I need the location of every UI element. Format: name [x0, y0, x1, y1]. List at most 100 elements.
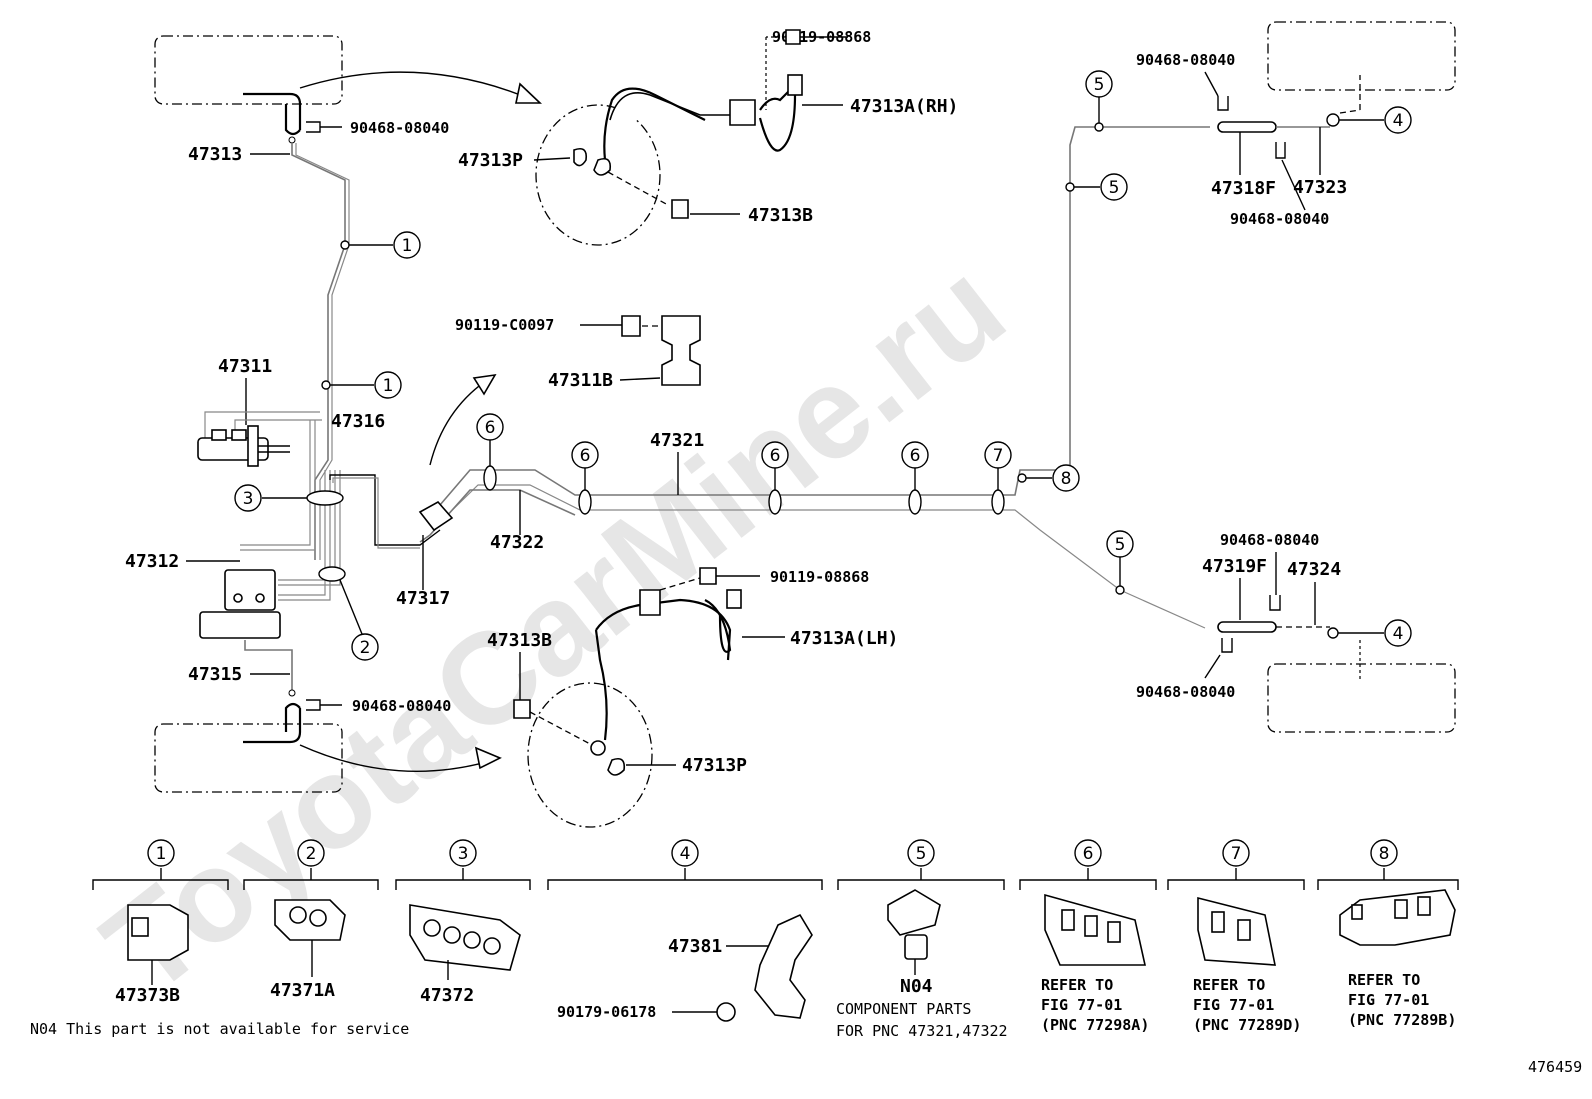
- callout-6: [476, 413, 504, 441]
- svg-text:3: 3: [243, 489, 254, 509]
- label-47316: 47316: [331, 411, 385, 432]
- label-47317: 47317: [396, 588, 450, 609]
- hose-bracket: [639, 589, 661, 616]
- wheel-outline-rh: [535, 104, 661, 246]
- callout-1: [393, 231, 421, 259]
- label-47313A-RH: 47313A(RH): [850, 96, 958, 117]
- svg-text:6: 6: [485, 418, 496, 438]
- legend-note-pnc: FOR PNC 47321,47322: [836, 1022, 1008, 1040]
- label-47319F: 47319F: [1202, 556, 1267, 577]
- callout-1-lower: [374, 371, 402, 399]
- pipe-stub: [284, 104, 301, 136]
- svg-text:3: 3: [458, 844, 469, 864]
- legend-bracket-1: [92, 868, 229, 890]
- svg-text:5: 5: [916, 844, 927, 864]
- svg-text:6: 6: [910, 446, 921, 466]
- label-90119-08868-b: 90119-08868: [770, 568, 869, 586]
- abs-actuator: [224, 569, 276, 611]
- legend-part-90179-06178: 90179-06178: [557, 1003, 656, 1021]
- svg-text:FIG 77-01: FIG 77-01: [1348, 991, 1429, 1009]
- legend-refer-8: REFER TO: [1348, 971, 1420, 989]
- svg-text:7: 7: [993, 446, 1004, 466]
- label-90468-08040-r1: 90468-08040: [1136, 51, 1235, 69]
- legend-refer-7: REFER TO: [1193, 976, 1265, 994]
- label-90468-08040-r4: 90468-08040: [1136, 683, 1235, 701]
- label-47313A-LH: 47313A(LH): [790, 628, 898, 649]
- vehicle-outline-box: [154, 723, 343, 793]
- svg-text:5: 5: [1109, 178, 1120, 198]
- arrow-head: [515, 82, 543, 104]
- clip-icon: [306, 699, 321, 711]
- label-47313P-top: 47313P: [458, 150, 523, 171]
- label-90468-08040-r3: 90468-08040: [1220, 531, 1319, 549]
- svg-text:FIG 77-01: FIG 77-01: [1041, 996, 1122, 1014]
- label-90468-08040-r2: 90468-08040: [1230, 210, 1329, 228]
- label-90119-C0097: 90119-C0097: [455, 316, 554, 334]
- vehicle-outline-box: [1267, 663, 1456, 733]
- legend-note-component: COMPONENT PARTS: [836, 1000, 971, 1018]
- label-47313: 47313: [188, 144, 242, 165]
- label-47313B-top: 47313B: [748, 205, 813, 226]
- callout-5: [1085, 70, 1113, 98]
- legend-refer-6: REFER TO: [1041, 976, 1113, 994]
- union-47318F: [1217, 121, 1277, 133]
- label-90468-08040: 90468-08040: [350, 119, 449, 137]
- svg-text:(PNC 77289B): (PNC 77289B): [1348, 1011, 1456, 1029]
- svg-text:(PNC 77289D): (PNC 77289D): [1193, 1016, 1301, 1034]
- legend-part-47371A: 47371A: [270, 980, 335, 1001]
- callout-2: [351, 633, 379, 661]
- label-47311: 47311: [218, 356, 272, 377]
- legend-callout-1: [147, 839, 175, 867]
- label-90468-08040-b: 90468-08040: [352, 697, 451, 715]
- clamp-77289D: [1197, 896, 1276, 966]
- callout-4: [1384, 106, 1412, 134]
- svg-text:8: 8: [1379, 844, 1390, 864]
- svg-text:2: 2: [306, 844, 317, 864]
- nut-90179: [716, 1002, 736, 1022]
- label-47322: 47322: [490, 532, 544, 553]
- legend-part-47372: 47372: [420, 985, 474, 1006]
- label-47315: 47315: [188, 664, 242, 685]
- pipe-stub: [243, 92, 302, 130]
- svg-text:6: 6: [770, 446, 781, 466]
- callout-3: [234, 484, 262, 512]
- figure-id: 476459: [1528, 1058, 1582, 1076]
- label-47311B: 47311B: [548, 370, 613, 391]
- vehicle-outline-box: [1267, 21, 1456, 91]
- label-47312: 47312: [125, 551, 179, 572]
- footnote: N04 This part is not available for servi…: [30, 1020, 409, 1038]
- arrow-line: [299, 71, 541, 104]
- svg-text:6: 6: [1083, 844, 1094, 864]
- label-47321: 47321: [650, 430, 704, 451]
- svg-text:1: 1: [383, 376, 394, 396]
- legend-callout-6: [1074, 839, 1102, 867]
- svg-text:4: 4: [1393, 624, 1404, 644]
- hose-bracket: [729, 99, 756, 126]
- callout-7: [984, 441, 1012, 469]
- legend-callout-7: [1222, 839, 1250, 867]
- svg-text:1: 1: [156, 844, 167, 864]
- label-47318F: 47318F: [1211, 178, 1276, 199]
- legend-callout-3: [449, 839, 477, 867]
- legend-part-N04: N04: [900, 976, 933, 997]
- wheel-outline-lh: [527, 682, 653, 828]
- svg-text:5: 5: [1094, 75, 1105, 95]
- svg-text:5: 5: [1115, 535, 1126, 555]
- legend-callout-8: [1370, 839, 1398, 867]
- clip-N04: [887, 889, 941, 936]
- label-47313P-bot: 47313P: [682, 755, 747, 776]
- svg-text:FIG 77-01: FIG 77-01: [1193, 996, 1274, 1014]
- clip-icon: [306, 121, 321, 133]
- label-47324: 47324: [1287, 559, 1341, 580]
- svg-text:2: 2: [360, 638, 371, 658]
- tee-47317: [418, 500, 454, 532]
- legend-callout-5: [907, 839, 935, 867]
- vehicle-outline-box: [154, 35, 343, 105]
- svg-text:8: 8: [1061, 469, 1072, 489]
- svg-text:4: 4: [1393, 111, 1404, 131]
- svg-text:7: 7: [1231, 844, 1242, 864]
- union-47319F: [1217, 621, 1277, 633]
- svg-text:4: 4: [680, 844, 691, 864]
- svg-text:1: 1: [402, 236, 413, 256]
